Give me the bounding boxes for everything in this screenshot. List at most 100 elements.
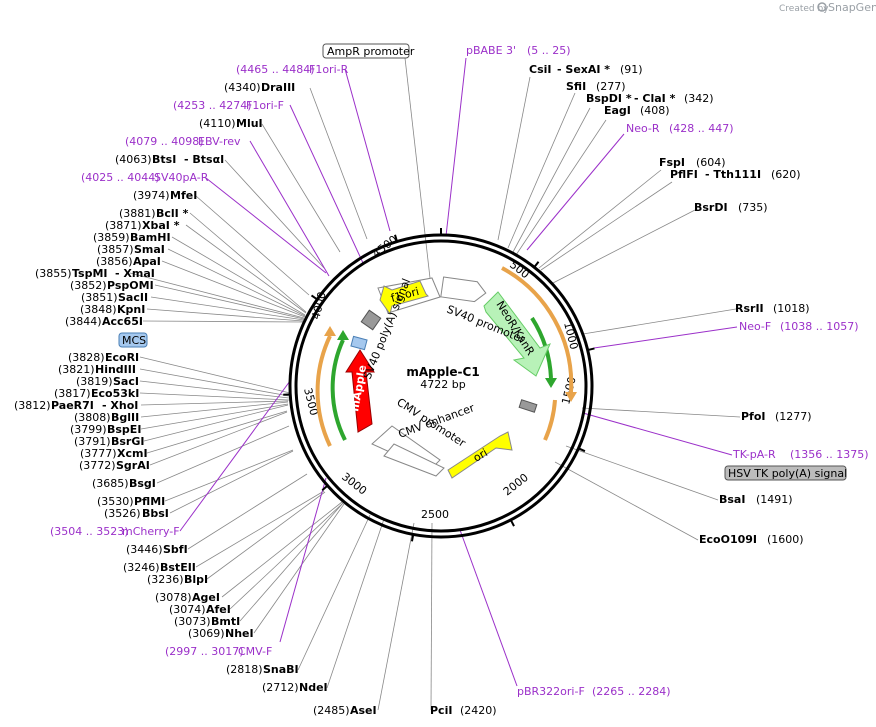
enzyme-bmti[interactable]: BmtI — [211, 615, 240, 628]
created-by-text: Created by — [779, 4, 829, 14]
orf-arc-neor-tail — [543, 399, 557, 441]
enzyme-smai[interactable]: SmaI — [134, 243, 165, 256]
ori-arrow[interactable] — [447, 431, 513, 479]
enzyme-bamhi[interactable]: BamHI — [130, 231, 171, 244]
mcs-tag[interactable]: MCS — [122, 334, 146, 347]
neor-kanr-arrow[interactable] — [483, 291, 551, 377]
primer-neof-pos: (1038 .. 1057) — [780, 320, 859, 333]
enzyme-sacii-pos: (3851) — [81, 291, 118, 304]
primer-neof[interactable]: Neo-F — [739, 320, 771, 333]
primer-sv40par[interactable]: SV40pA-R — [154, 171, 209, 184]
cmv-enhancer-arrow[interactable] — [383, 443, 445, 477]
enzyme-apai[interactable]: ApaI — [133, 255, 161, 268]
enzyme-agei[interactable]: AgeI — [192, 591, 220, 604]
hsv-tk-tag-box[interactable] — [724, 465, 847, 481]
hsv-tk-box[interactable] — [518, 399, 538, 413]
enzyme-hindiii[interactable]: HindIII — [95, 363, 136, 376]
enzyme-tspmi-pos: (3855) — [35, 267, 72, 280]
enzyme-bsrdi-pos: (735) — [738, 201, 768, 214]
enzyme-blpi[interactable]: BlpI — [184, 573, 208, 586]
primer-mcherryf[interactable]: mCherry-F — [122, 525, 180, 538]
enzyme-btsi[interactable]: BtsI — [152, 153, 176, 166]
primer-cmvf-pos: (2997 .. 3017) — [165, 645, 244, 658]
enzyme-eco53ki[interactable]: Eco53kI — [91, 387, 139, 400]
enzyme-bsgi[interactable]: BsgI — [129, 477, 156, 490]
enzyme-tspmi[interactable]: TspMI — [72, 267, 108, 280]
enzyme-eco109i[interactable]: EcoO109I — [699, 533, 757, 546]
enzyme-pspomi[interactable]: PspOMI — [107, 279, 154, 292]
enzyme-pflmi[interactable]: PflMI — [134, 495, 165, 508]
enzyme-kpni[interactable]: KpnI — [117, 303, 145, 316]
primer-f1orir[interactable]: F1ori-R — [309, 63, 349, 76]
enzyme-asei[interactable]: AseI — [350, 704, 377, 717]
ampr-promoter-tag[interactable]: AmpR promoter — [327, 45, 415, 58]
primer-f1orif[interactable]: F1ori-F — [246, 99, 284, 112]
enzyme-rsrii[interactable]: RsrII — [735, 302, 764, 315]
enzyme-pflfi[interactable]: PflFI — [670, 168, 698, 181]
enzyme-btsai[interactable]: - BtsαI — [184, 153, 224, 166]
mcs-box[interactable] — [350, 335, 368, 351]
enzyme-bcli[interactable]: BclI * — [156, 207, 189, 220]
enzyme-ecori[interactable]: EcoRI — [105, 351, 139, 364]
enzyme-pfoi[interactable]: PfoI — [741, 410, 766, 423]
enzyme-csii-pos: (91) — [620, 63, 643, 76]
primer-tkpar-pos: (1356 .. 1375) — [790, 448, 869, 461]
primer-leader-lines — [179, 57, 738, 687]
primer-cmvf[interactable]: CMV-F — [238, 645, 272, 658]
enzyme-bsai[interactable]: BsaI — [719, 493, 745, 506]
enzyme-mlui[interactable]: MluI — [236, 117, 263, 130]
enzyme-xcmi[interactable]: XcmI — [117, 447, 148, 460]
primer-pbabe3[interactable]: pBABE 3' — [466, 44, 516, 57]
enzyme-tth111i[interactable]: - Tth111I — [705, 168, 761, 181]
f1-ori-arrow[interactable] — [379, 280, 429, 316]
enzyme-saci[interactable]: SacI — [113, 375, 139, 388]
hsv-tk-tag[interactable]: HSV TK poly(A) signal — [728, 467, 847, 480]
enzyme-bsteii[interactable]: BstEII — [160, 561, 196, 574]
enzyme-sacii[interactable]: SacII — [118, 291, 148, 304]
enzyme-nhei-pos: (3069) — [188, 627, 225, 640]
sv40-polyA-box[interactable] — [360, 309, 382, 331]
enzyme-fspi[interactable]: FspI — [659, 156, 685, 169]
primer-neor[interactable]: Neo-R — [626, 122, 660, 135]
enzyme-paer7i[interactable]: PaeR7I — [51, 399, 94, 412]
enzyme-bsrdi[interactable]: BsrDI — [694, 201, 728, 214]
mapple-arrow[interactable] — [345, 349, 375, 433]
enzyme-sbfi[interactable]: SbfI — [163, 543, 188, 556]
enzyme-afei[interactable]: AfeI — [206, 603, 231, 616]
enzyme-eagi[interactable]: EagI — [604, 104, 631, 117]
enzyme-mfei[interactable]: MfeI — [170, 189, 197, 202]
enzyme-bbsi[interactable]: BbsI — [142, 507, 169, 520]
enzyme-bspdi[interactable]: BspDI * — [586, 92, 632, 105]
enzyme-sgrai[interactable]: SgrAI — [116, 459, 150, 472]
snapgene-branding: Created by SnapGene — [779, 1, 876, 14]
enzyme-clai[interactable]: - ClaI * — [634, 92, 676, 105]
enzyme-xmai[interactable]: - XmaI — [115, 267, 155, 280]
orf-arc-mapple-outer — [315, 335, 332, 447]
primer-tkpar[interactable]: TK-pA-R — [732, 448, 776, 461]
snapgene-logo-icon — [817, 2, 827, 12]
enzyme-bsrgi[interactable]: BsrGI — [111, 435, 144, 448]
enzyme-pcii-pos: (2420) — [460, 704, 497, 717]
enzyme-afei-pos: (3074) — [169, 603, 206, 616]
enzyme-acc65i[interactable]: Acc65I — [102, 315, 143, 328]
enzyme-xbai[interactable]: XbaI * — [142, 219, 180, 232]
enzyme-bglii[interactable]: BglII — [111, 411, 139, 424]
primer-ebvrev[interactable]: EBV-rev — [198, 135, 241, 148]
sv40-promoter-arrow[interactable] — [440, 276, 487, 303]
enzyme-sbfi-pos: (3446) — [126, 543, 163, 556]
primer-pbr322[interactable]: pBR322ori-F — [517, 685, 585, 698]
enzyme-ndei[interactable]: NdeI — [299, 681, 328, 694]
enzyme-snabi[interactable]: SnaBI — [263, 663, 299, 676]
enzyme-sfii[interactable]: SfiI — [566, 80, 586, 93]
enzyme-sexai[interactable]: - SexAI * — [557, 63, 610, 76]
mcs-tag-box[interactable] — [118, 332, 148, 348]
scale-tick — [394, 234, 398, 242]
enzyme-pcii[interactable]: PciI — [430, 704, 452, 717]
enzyme-draiii[interactable]: DraIII — [261, 81, 295, 94]
enzyme-xhoi[interactable]: - XhoI — [102, 399, 138, 412]
enzyme-nhei[interactable]: NheI — [225, 627, 254, 640]
enzyme-csii[interactable]: CsiI — [529, 63, 551, 76]
enzyme-rsrii-pos: (1018) — [773, 302, 810, 315]
ampr-promoter-tag-box[interactable] — [322, 43, 410, 59]
enzyme-bspei[interactable]: BspEI — [107, 423, 141, 436]
